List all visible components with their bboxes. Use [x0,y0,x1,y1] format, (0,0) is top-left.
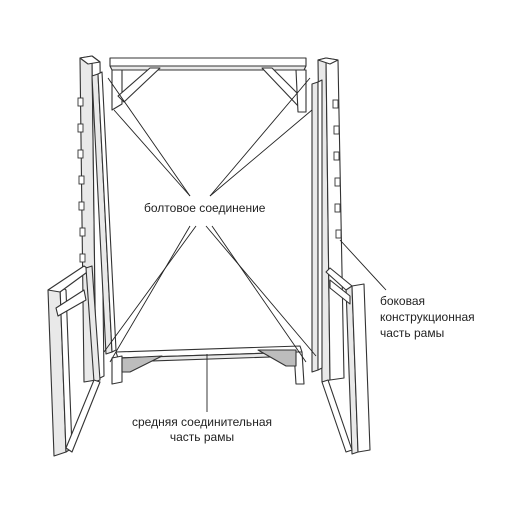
top-crossbar [109,57,307,113]
side-frame-label-line1: боковая [380,294,426,308]
right-front-frame [321,267,371,455]
side-frame-label-line3: часть рамы [380,326,445,340]
side-frame-label: боковая конструкционная часть рамы [378,293,477,341]
middle-frame-label: средняя соединительная часть рамы [130,415,274,445]
left-upright-holes [77,97,86,263]
right-upright [311,57,345,383]
bolt-connection-label: болтовое соединение [142,201,268,215]
middle-frame-label-line1: средняя соединительная [132,415,272,429]
side-frame-label-line2: конструкционная [380,310,475,324]
left-front-frame [47,265,101,457]
right-upright-holes [332,99,342,239]
leader-lines [103,77,387,412]
bottom-crossbar [111,345,305,385]
middle-frame-label-line2: часть рамы [169,430,235,444]
